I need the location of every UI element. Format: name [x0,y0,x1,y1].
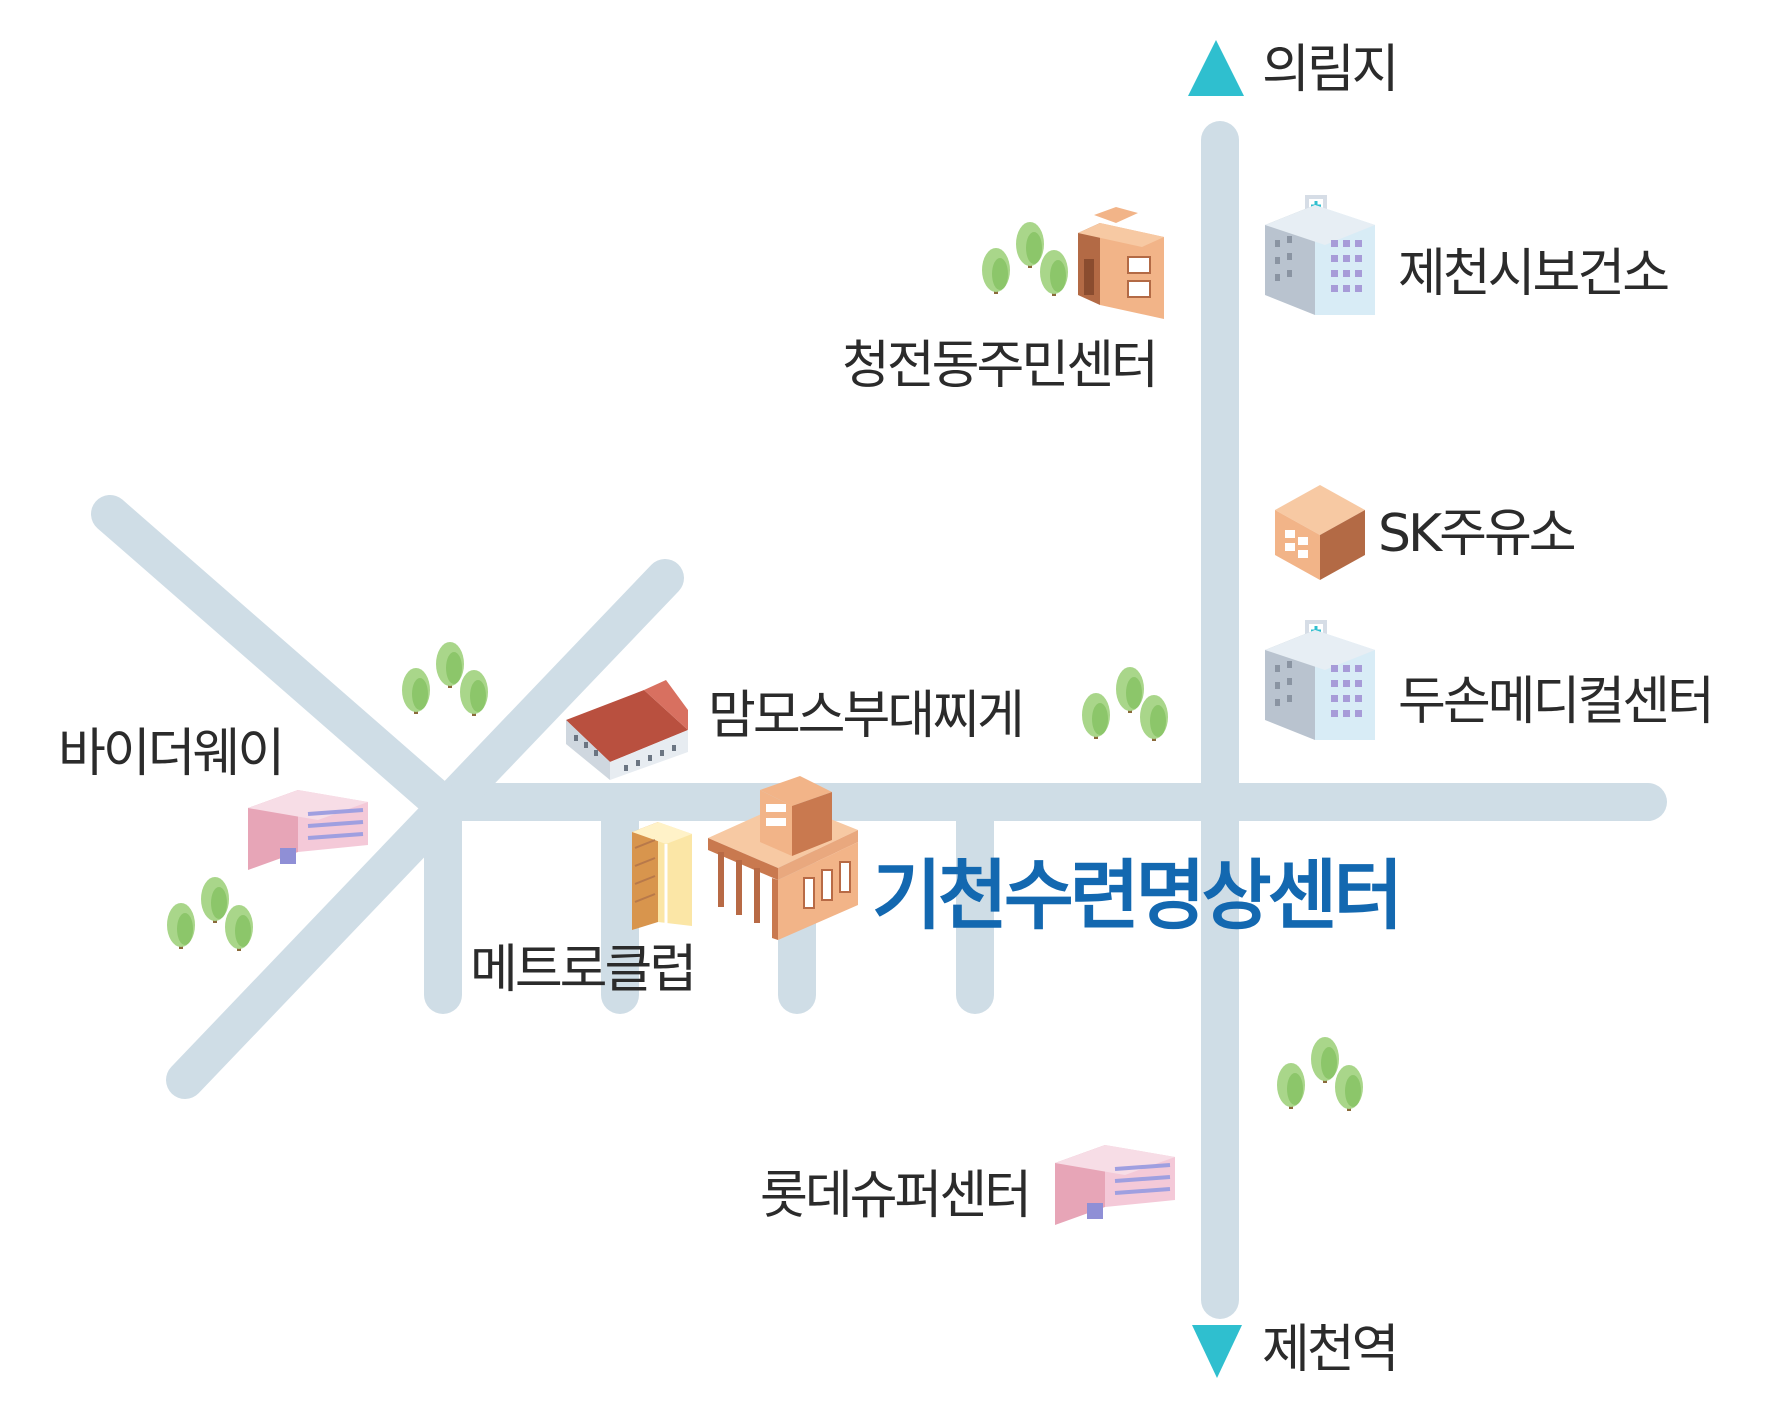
landmark-label-doosan-medical-center: 두손메디컬센터 [1398,672,1715,732]
road-diagonal-nw-se [91,495,459,821]
tower-building-icon [632,822,692,930]
store-building-icon [1053,1143,1177,1227]
landmark-label-lotte-supercenter: 롯데슈퍼센터 [760,1166,1032,1226]
tree-cluster-icon [1277,1037,1363,1111]
landmark-label-metro-club: 메트로클럽 [470,940,697,1000]
direction-south-label: 제천역 [1262,1320,1400,1380]
destination-label: 기천수련명상센터 [872,851,1403,940]
hospital-icon [1263,618,1377,742]
landmark-label-jecheon-health-center: 제천시보건소 [1398,244,1670,304]
landmark-label-sk-gas-station: SK주유소 [1378,504,1577,564]
direction-north-label: 의림지 [1262,40,1400,100]
landmark-label-mammoth-budae-jjigae: 맘모스부대찌게 [708,686,1025,746]
landmark-label-cheongjeon-community-center: 청전동주민센터 [842,336,1159,396]
tree-cluster-icon [982,222,1068,296]
meditation-center-building-icon [708,776,858,940]
office-building-icon [1078,207,1164,319]
triangle-down-icon [1192,1325,1242,1378]
landmark-label-bye-the-way: 바이더웨이 [58,724,285,784]
gas-station-icon [1275,485,1365,580]
hospital-icon [1263,193,1377,317]
tree-cluster-icon [167,877,253,951]
triangle-up-icon [1188,40,1244,96]
restaurant-building-icon [566,680,688,780]
tree-cluster-icon [1082,667,1168,741]
tree-cluster-icon [402,642,488,716]
store-building-icon [246,788,370,872]
roads [91,121,1667,1319]
